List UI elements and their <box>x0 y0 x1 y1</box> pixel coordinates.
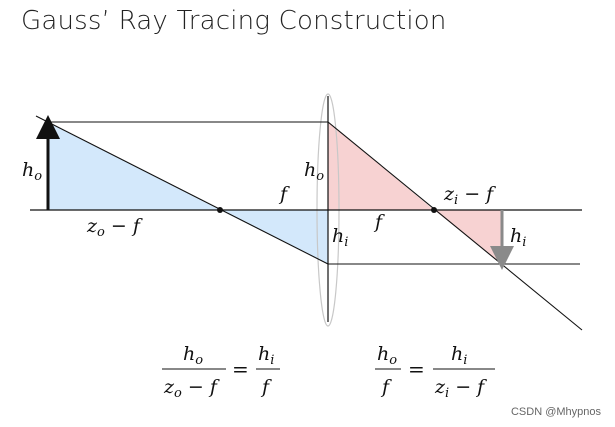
label-h-i-lens: hi <box>332 225 348 250</box>
label-h-i-right: hi <box>510 225 526 250</box>
label-h-o-left: ho <box>22 159 42 184</box>
back-focal-point <box>431 207 437 213</box>
eq-right-denominator-right: zi − f <box>434 376 487 401</box>
eq-right-denominator-left: f <box>380 376 392 398</box>
eq-left-numerator-left: ho <box>183 343 203 368</box>
label-f-left: f <box>278 183 290 205</box>
eq-right-numerator-right: hi <box>451 343 467 368</box>
ray-through-back-focus <box>327 121 583 331</box>
label-z-i-minus-f: zi − f <box>443 183 496 208</box>
front-focal-point <box>217 207 223 213</box>
eq-left-numerator-right: hi <box>258 343 274 368</box>
label-f-right: f <box>373 211 385 233</box>
eq-right-equals: = <box>408 357 425 381</box>
eq-left-denominator-left: zo − f <box>163 376 220 401</box>
label-z-o-minus-f: zo − f <box>86 215 143 240</box>
page-title: Gauss’ Ray Tracing Construction <box>21 6 447 36</box>
watermark: CSDN @Mhypnos <box>510 406 601 418</box>
label-h-o-lens: ho <box>304 159 324 184</box>
equation-left: ho zo − f = hi f <box>162 343 280 401</box>
eq-left-equals: = <box>232 357 249 381</box>
eq-right-numerator-left: ho <box>377 343 397 368</box>
eq-left-denominator-right: f <box>260 376 272 398</box>
equation-right: ho f = hi zi − f <box>375 343 495 401</box>
ray-through-front-focus <box>35 115 329 265</box>
